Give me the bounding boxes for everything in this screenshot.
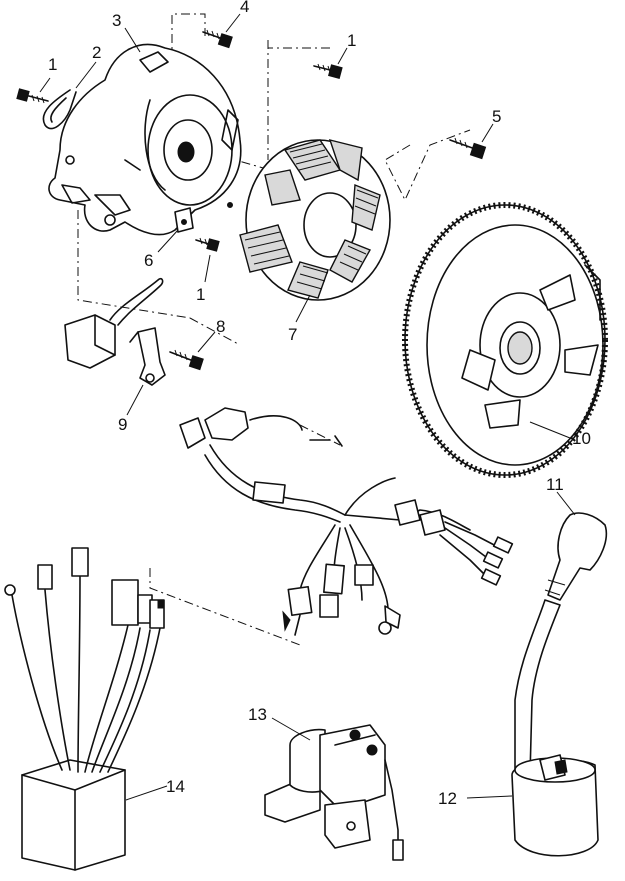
screw-top-left	[16, 88, 49, 104]
callout-10: 10	[572, 429, 591, 448]
screw-top-center	[313, 63, 343, 79]
stator-coil	[239, 139, 391, 301]
rectifier-regulator	[4, 547, 165, 871]
callout-1-left: 1	[48, 55, 57, 74]
spark-plug-cap	[544, 512, 608, 601]
small-bracket	[174, 207, 194, 233]
starter-relay	[264, 724, 404, 861]
callout-3: 3	[112, 11, 121, 30]
callout-11: 11	[546, 475, 564, 494]
callout-2: 2	[92, 43, 101, 62]
callout-6: 6	[144, 251, 153, 270]
wire-clip	[42, 89, 77, 130]
callout-labels: 1 1 1 2 3 4 5 6 7 8 9 10 11 12 13 14	[48, 0, 591, 808]
screw-5	[449, 137, 487, 160]
screw-8	[169, 349, 204, 371]
callout-8: 8	[216, 317, 225, 336]
callout-7: 7	[288, 325, 297, 344]
screw-4	[202, 29, 233, 49]
screw-bottom-center	[195, 237, 220, 252]
wiring-harness	[179, 407, 514, 636]
leader-lines	[39, 13, 576, 801]
stator-plate	[48, 43, 242, 236]
callout-9: 9	[118, 415, 127, 434]
callout-5: 5	[492, 107, 501, 126]
callout-4: 4	[240, 0, 249, 16]
callout-1-top: 1	[347, 31, 356, 50]
flywheel	[402, 202, 608, 478]
ignition-coil	[511, 599, 599, 857]
callout-14: 14	[166, 777, 185, 796]
callout-1-bottom: 1	[196, 285, 205, 304]
wire-clamp-9	[129, 327, 166, 386]
callout-13: 13	[248, 705, 267, 724]
pulser-coil	[64, 277, 164, 369]
callout-12: 12	[438, 789, 457, 808]
